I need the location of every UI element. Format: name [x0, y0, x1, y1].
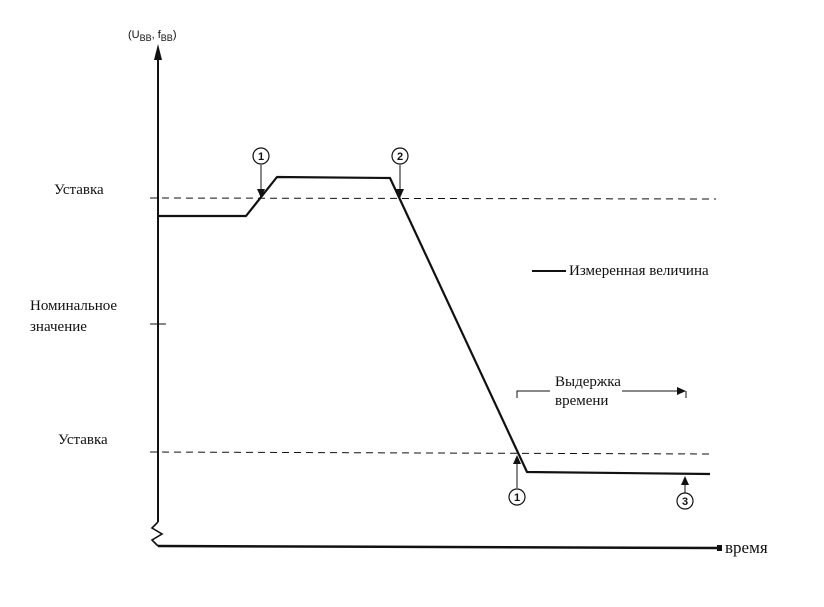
- x-axis-end-mark: [717, 545, 722, 551]
- nominal-label-line1: Номинальное: [30, 298, 117, 314]
- marker-1-bottom-circle: [508, 488, 526, 506]
- marker-1-top-label: 1: [258, 151, 264, 163]
- y-axis-arrowhead: [154, 44, 162, 60]
- lower-setpoint-label: Уставка: [58, 432, 108, 448]
- marker-2-arrowhead: [396, 189, 404, 198]
- delay-bracket-left: [516, 390, 550, 398]
- measured-value-curve: [158, 175, 711, 476]
- legend-label: Измеренная величина: [569, 263, 709, 279]
- lower-setpoint-line: [149, 451, 713, 455]
- y-axis-break: [150, 521, 164, 547]
- delay-label-line2: времени: [555, 393, 608, 409]
- delay-label-line1: Выдержка: [555, 374, 621, 390]
- y-axis-label: (UBB, fBB): [128, 29, 176, 43]
- x-axis-line: [157, 544, 719, 550]
- marker-3-arrowhead: [681, 476, 689, 485]
- upper-setpoint-line: [149, 197, 717, 200]
- x-axis-label: время: [725, 538, 768, 557]
- nominal-label-line2: значение: [30, 319, 87, 335]
- upper-setpoint-label: Уставка: [54, 182, 104, 198]
- marker-1-top-circle: [252, 147, 270, 165]
- marker-3-circle: [676, 492, 694, 510]
- delay-bracket-arrowhead: [677, 387, 686, 395]
- marker-2-label: 2: [397, 151, 403, 163]
- marker-1-bottom-label: 1: [514, 492, 520, 504]
- marker-1-top-arrowhead: [257, 189, 265, 198]
- marker-1-bottom-arrowhead: [513, 455, 521, 464]
- marker-2-circle: [391, 147, 409, 165]
- marker-3-label: 3: [682, 496, 688, 508]
